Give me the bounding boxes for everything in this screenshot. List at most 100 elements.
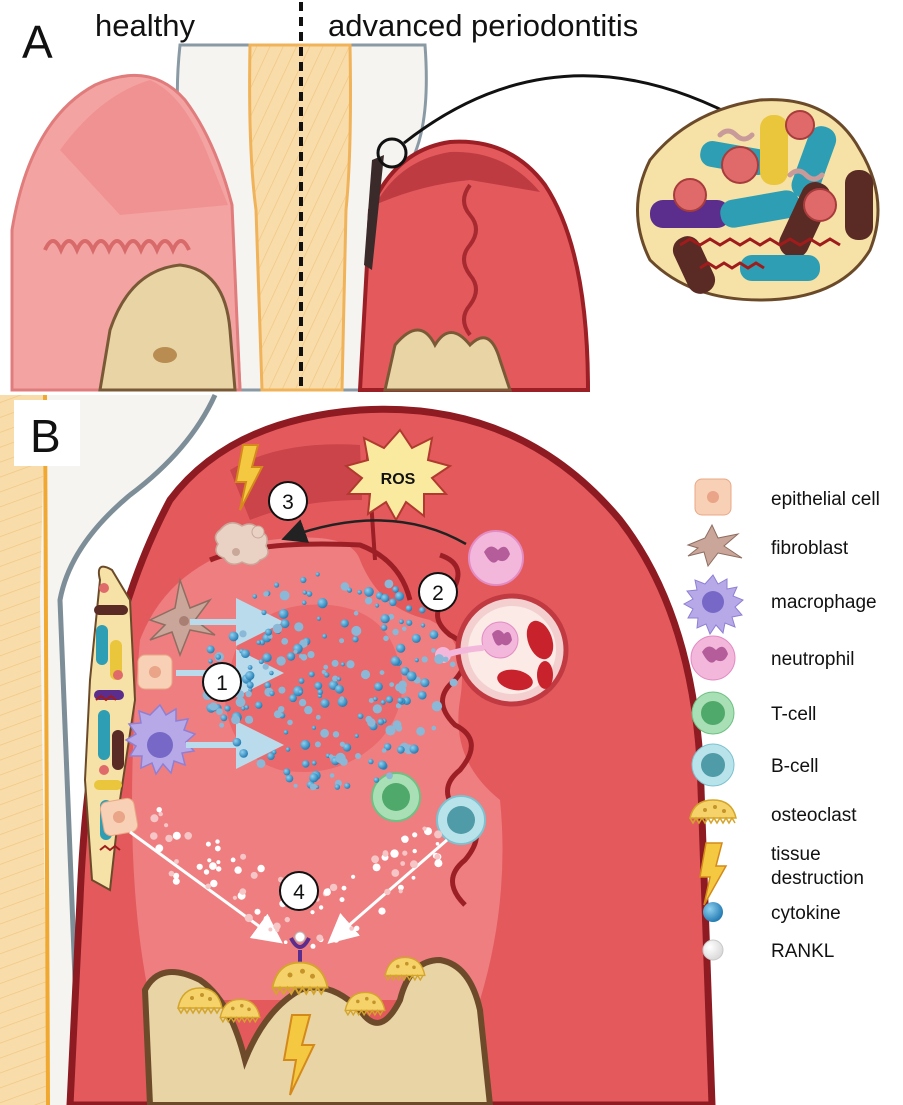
cytokine-dot xyxy=(317,689,323,695)
cytokine-dot xyxy=(315,741,321,747)
cytokine-dot xyxy=(289,694,297,702)
cytokine-dot xyxy=(247,682,254,689)
cytokine-dot xyxy=(335,685,344,694)
legend-neutrophil-icon xyxy=(691,636,735,680)
rankl-dot xyxy=(400,861,405,866)
rankl-dot xyxy=(184,832,192,840)
cytokine-dot xyxy=(373,704,382,713)
epithelial-cell-lower xyxy=(99,797,138,836)
rankl-dot xyxy=(384,889,390,895)
cytokine-dot xyxy=(257,759,266,768)
cytokine-dot xyxy=(300,740,310,750)
rankl-dot xyxy=(216,860,220,864)
cytokine-dot xyxy=(229,632,239,642)
cytokine-dot xyxy=(283,768,290,775)
rankl-dot xyxy=(330,884,337,891)
legend-t-cell-icon xyxy=(692,692,734,734)
cytokine-dot xyxy=(389,682,394,687)
b-cell xyxy=(437,796,485,844)
cytokine-dot xyxy=(281,638,288,645)
rankl-dot xyxy=(207,858,211,862)
cytokine-dot xyxy=(239,749,248,758)
cytokine-dot xyxy=(221,714,228,721)
cytokine-dot xyxy=(245,691,251,697)
cytokine-dot xyxy=(381,594,389,602)
svg-text:1: 1 xyxy=(216,672,228,695)
legend-label-rankl: RANKL xyxy=(771,941,834,962)
cytokine-dot xyxy=(248,718,254,724)
cytokine-dot xyxy=(399,681,407,689)
cytokine-dot xyxy=(430,630,439,639)
legend-label-neutrophil: neutrophil xyxy=(771,649,854,670)
cytokine-dot xyxy=(450,679,458,687)
panel-b: ROS xyxy=(0,395,712,1105)
rankl-dot xyxy=(264,916,271,923)
svg-text:3: 3 xyxy=(282,491,294,514)
rankl-dot xyxy=(210,880,217,887)
cytokine-dot xyxy=(399,619,404,624)
cytokine-dot xyxy=(310,783,317,790)
cytokine-dot xyxy=(312,726,316,730)
cytokine-dot xyxy=(324,672,329,677)
cytokine-dot xyxy=(383,636,389,642)
cytokine-dot xyxy=(382,748,387,753)
cytokine-dot xyxy=(265,629,272,636)
cytokine-dot xyxy=(236,697,246,707)
rankl-dot xyxy=(233,896,237,900)
cytokine-dot xyxy=(432,726,437,731)
cytokine-dot xyxy=(373,697,378,702)
panel-b-dentin xyxy=(0,395,48,1105)
cytokine-dot xyxy=(434,654,444,664)
cytokine-dot xyxy=(263,664,269,670)
cytokine-dot xyxy=(341,582,349,590)
rankl-dot xyxy=(333,936,339,942)
cytokine-dot xyxy=(377,719,384,726)
rankl-dot xyxy=(434,854,440,860)
cytokine-dot xyxy=(241,706,245,710)
cytokine-dot xyxy=(239,630,246,637)
rankl-dot xyxy=(326,888,330,892)
cytokine-dot xyxy=(299,654,304,659)
cytokine-dot xyxy=(307,651,314,658)
rankl-dot xyxy=(422,827,426,831)
cytokine-dot xyxy=(340,696,345,701)
cytokine-dot xyxy=(298,690,303,695)
rankl-dot xyxy=(319,905,323,909)
legend-label-t-cell: T-cell xyxy=(771,704,816,725)
legend-label-cytokine: cytokine xyxy=(771,903,841,924)
cytokine-dot xyxy=(274,710,282,718)
advanced-periodontitis-label: advanced periodontitis xyxy=(328,8,638,43)
rankl-dot xyxy=(351,875,355,879)
cytokine-dot xyxy=(208,659,213,664)
cytokine-dot xyxy=(340,742,345,747)
rankl-dot xyxy=(197,864,203,870)
cytokine-dot xyxy=(355,753,361,759)
cytokine-dot xyxy=(378,761,387,770)
cytokine-dot xyxy=(355,734,359,738)
legend-label-fibroblast: fibroblast xyxy=(771,538,849,559)
cytokine-dot xyxy=(233,738,242,747)
panel-a: A healthy advanced periodontitis xyxy=(12,2,878,392)
rankl-dot xyxy=(399,889,403,893)
cytokine-dot xyxy=(396,644,405,653)
cytokine-dot xyxy=(386,772,393,779)
cytokine-dot xyxy=(312,761,317,766)
rankl-dot xyxy=(373,864,381,872)
cytokine-dot xyxy=(346,660,354,668)
cytokine-dot xyxy=(316,572,320,576)
cytokine-dot xyxy=(389,599,397,607)
cytokine-dot xyxy=(450,662,456,668)
cytokine-dot xyxy=(263,653,272,662)
cytokine-dot xyxy=(259,659,264,664)
rankl-dot xyxy=(255,909,261,915)
cytokine-dot xyxy=(421,623,425,627)
cytokine-dot xyxy=(432,701,442,711)
rankl-dot xyxy=(206,842,211,847)
cytokine-dot xyxy=(263,591,268,596)
cytokine-dot xyxy=(335,784,341,790)
cytokine-dot xyxy=(279,609,289,619)
legend-label-macrophage: macrophage xyxy=(771,592,877,613)
rankl-dot xyxy=(215,846,221,852)
rankl-dot xyxy=(311,944,316,949)
step-badge-3: 3 xyxy=(269,482,307,520)
